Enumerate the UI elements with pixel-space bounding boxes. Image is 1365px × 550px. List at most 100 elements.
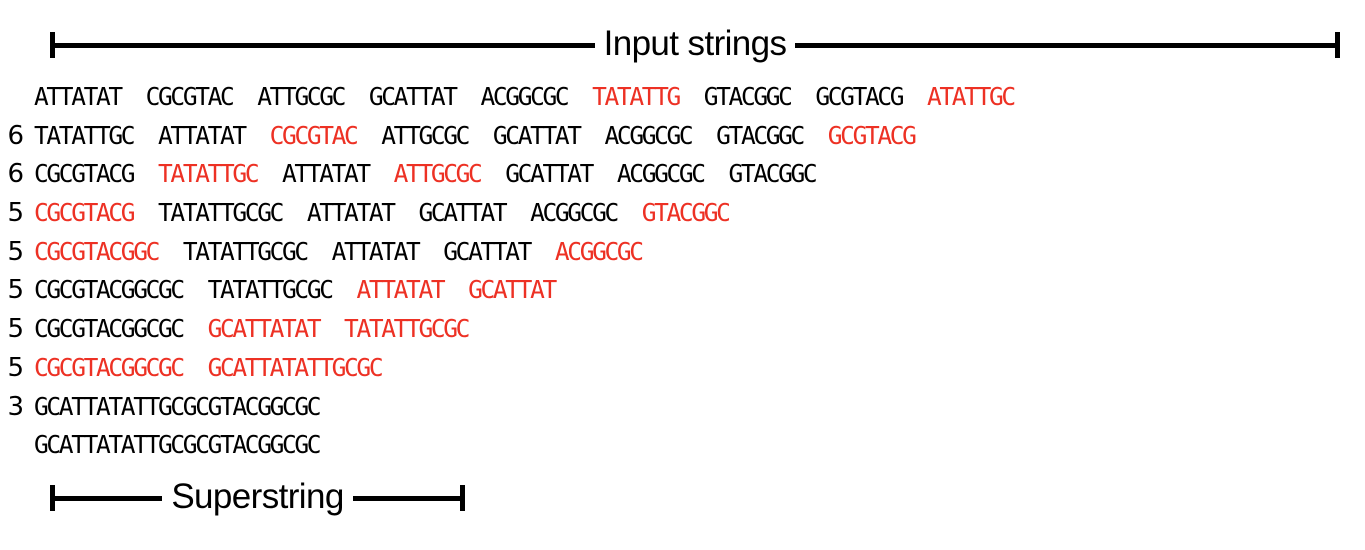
token-separator [158,237,183,266]
dna-token: GCATTAT [505,159,594,189]
dna-token-highlighted: TATATTGC [158,159,260,189]
merge-count-label: 5 [7,275,24,306]
dna-token-highlighted: TATATTGCGC [344,314,470,344]
dna-token-highlighted: ACGGCGC [554,236,644,266]
merge-count-label: 5 [7,352,24,383]
bracket-right-rule-icon [352,495,461,501]
dna-sequence-line: ATTATAT CGCGTAC ATTGCGC GCATTAT ACGGCGC … [34,78,1016,117]
dna-token: ATTGCGC [257,82,346,111]
dna-sequence-line: CGCGTACGGC TATATTGCGC ATTATAT GCATTAT AC… [34,233,644,272]
token-separator [791,82,816,111]
merge-count-label: 3 [7,391,24,422]
token-separator [183,353,208,382]
token-separator [691,121,716,150]
bracket-left-rule-icon [55,42,595,48]
token-separator [282,198,307,227]
token-separator [183,314,208,343]
dna-sequence-line: CGCGTACGGCGC GCATTATATTGCGC [34,349,384,388]
token-separator [121,82,146,111]
string-rows-list: ATTATAT CGCGTAC ATTGCGC GCATTAT ACGGCGC … [0,78,1365,465]
dna-token: CGCGTACGGCGC [34,314,185,344]
dna-token: TATATTGCGC [207,275,334,305]
string-row: 5 CGCGTACG TATATTGCGC ATTATAT GCATTAT ACG… [0,194,1365,233]
dna-token: TATATTGCGC [158,198,284,228]
merge-count-label: 5 [7,314,24,345]
dna-token: GCATTATATTGCGCGTACGGCGC [34,430,322,460]
token-separator [133,121,158,150]
token-separator [679,82,704,111]
token-separator [307,237,332,266]
token-separator [344,82,369,111]
token-separator [456,82,481,111]
dna-token-highlighted: CGCGTAC [269,120,359,150]
dna-token-highlighted: CGCGTACGGC [34,236,160,266]
dna-token: ACGGCGC [480,82,570,111]
dna-token: GCATTAT [492,120,582,150]
token-separator [245,121,270,150]
dna-sequence-line: CGCGTACG TATATTGC ATTATAT ATTGCGC GCATTA… [34,155,818,194]
dna-token: GTACGGC [728,159,818,189]
token-separator [394,198,419,227]
token-separator [369,159,394,188]
bracket-left-rule-icon [55,495,163,501]
dna-token: ACGGCGC [604,120,694,150]
token-separator [530,237,555,266]
dna-sequence-line: CGCGTACGGCGC TATATTGCGC ATTATAT GCATTAT [34,271,557,310]
string-row: 5 CGCGTACGGCGC TATATTGCGC ATTATAT GCATTAT [0,271,1365,310]
string-row: 3 GCATTATATTGCGCGTACGGCGC [0,388,1365,427]
token-separator [592,159,617,188]
dna-sequence-line: GCATTATATTGCGCGTACGGCGC [34,388,322,427]
bracket-right-cap-icon [1335,32,1341,58]
dna-token-highlighted: TATATTG [592,82,681,111]
dna-token-highlighted: GCATTATATTGCGC [207,352,384,382]
dna-token: ATTGCGC [381,120,470,150]
token-separator [468,121,493,150]
bracket-left-cap-icon [50,485,55,511]
bracket-left-cap-icon [50,32,55,58]
dna-token: GCATTAT [368,82,458,111]
token-separator [232,82,257,111]
dna-token: ACGGCGC [530,198,619,228]
dna-token-highlighted: CGCGTACG [34,198,136,228]
token-separator [133,159,158,188]
token-separator [257,159,282,188]
dna-sequence-line: GCATTATATTGCGCGTACGGCGC [34,426,322,465]
dna-token: ATTATAT [34,82,123,111]
dna-token: TATATTGC [34,120,136,150]
dna-token: ATTATAT [306,198,396,228]
merge-count-label: 5 [7,198,24,229]
dna-token: GCATTATATTGCGCGTACGGCGC [34,391,322,421]
token-separator [418,237,443,266]
dna-token-highlighted: ATTGCGC [393,159,483,189]
string-row: GCATTATATTGCGCGTACGGCGC [0,426,1365,465]
dna-token-highlighted: ATATTGC [927,82,1016,111]
merge-count-label: 5 [7,236,24,267]
token-separator [133,198,158,227]
token-separator [480,159,505,188]
token-separator [443,275,468,304]
token-separator [704,159,729,188]
dna-token: GCGTACG [815,82,904,111]
dna-token-highlighted: GCGTACG [827,120,917,150]
string-row: ATTATAT CGCGTAC ATTGCGC GCATTAT ACGGCGC … [0,78,1365,117]
dna-token: ATTATAT [282,159,371,189]
token-separator [332,275,357,304]
dna-token: CGCGTACG [34,159,136,189]
dna-sequence-line: TATATTGC ATTATAT CGCGTAC ATTGCGC GCATTAT… [34,117,917,156]
token-separator [902,82,927,111]
token-separator [183,275,208,304]
input-strings-label: Input strings [603,23,787,63]
dna-token-highlighted: ATTATAT [356,275,445,305]
bracket-right-rule-icon [795,42,1336,48]
token-separator [505,198,530,227]
bracket-right-cap-icon [460,485,466,511]
superstring-bracket: Superstring [50,476,466,520]
dna-token: TATATTGCGC [182,236,309,266]
dna-token: GCATTAT [418,198,507,228]
dna-token-highlighted: GCATTAT [468,275,557,305]
dna-token: GTACGGC [716,120,805,150]
